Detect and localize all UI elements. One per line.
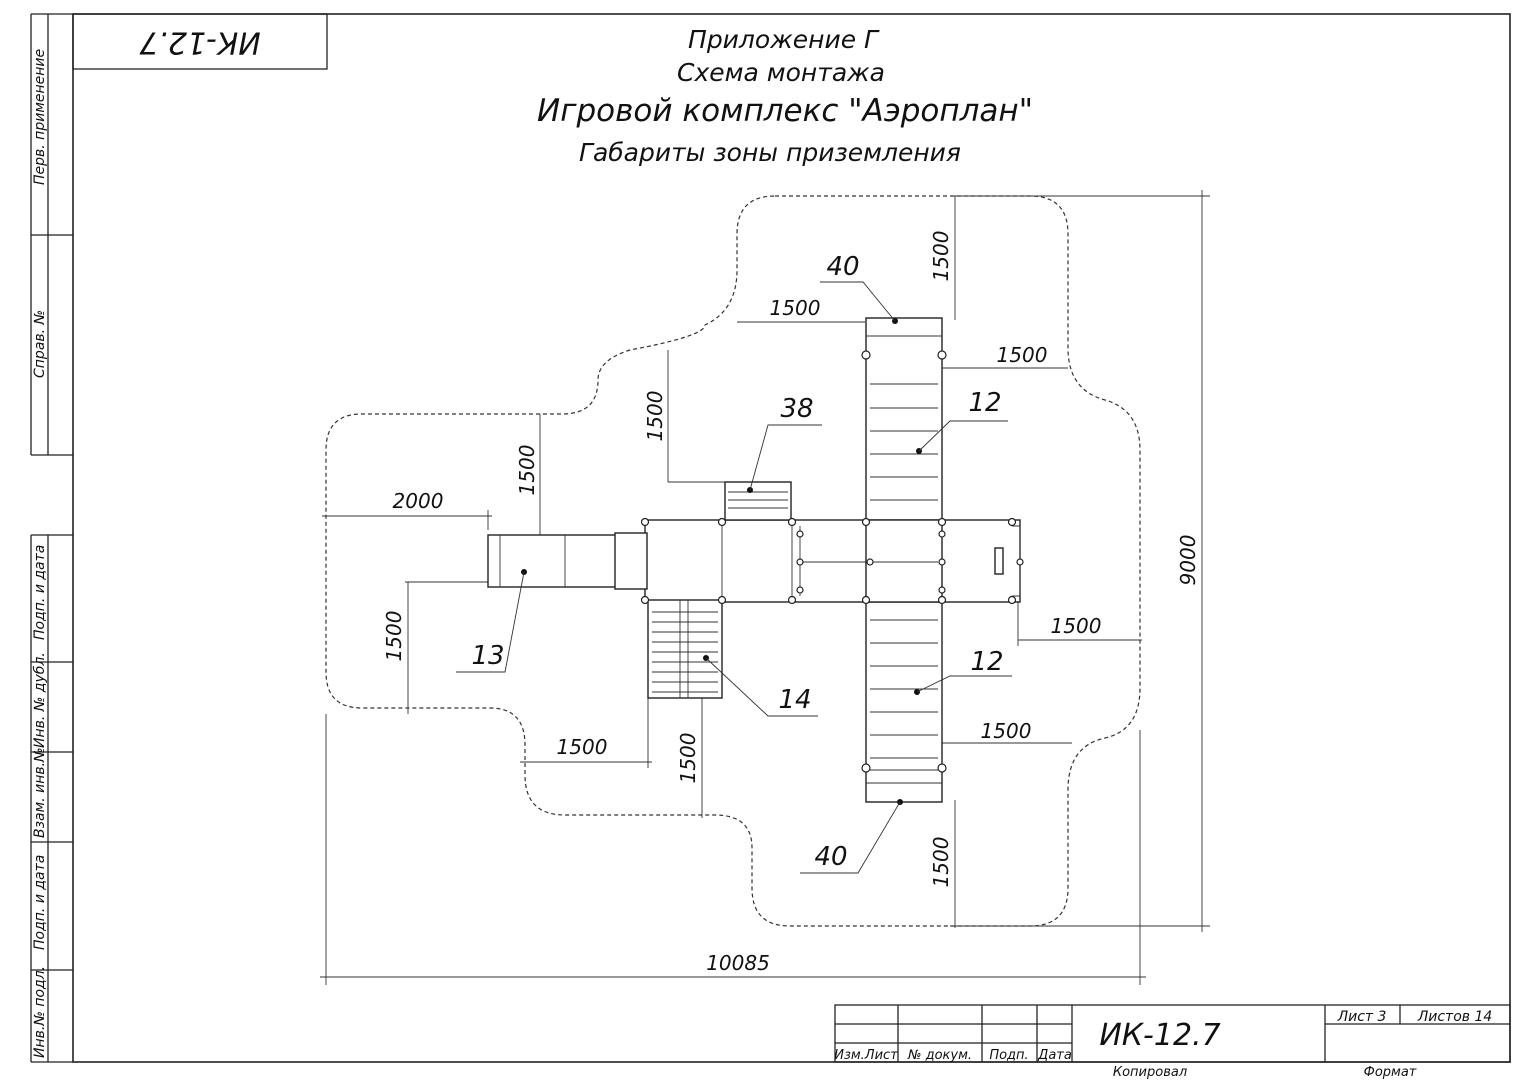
left-binding-strip: Перв. применение Справ. № Подп. и дата И… xyxy=(30,13,73,1063)
tb-designation: ИК-12.7 xyxy=(1099,1018,1220,1053)
callout-bottom-12: 12 xyxy=(970,647,1003,677)
callout-bottom-40: 40 xyxy=(814,842,847,872)
tb-podp: Подп. xyxy=(989,1048,1028,1063)
side-label-inv-podl: Инв.№ подл. xyxy=(32,966,48,1058)
code-box: ИК-12.7 xyxy=(72,13,328,70)
equipment xyxy=(487,317,1024,803)
title-appendix: Приложение Г xyxy=(688,25,880,54)
dim-left-lower-vertical: 1500 xyxy=(382,611,406,662)
dim-top-vertical: 1500 xyxy=(929,231,953,282)
tb-sheet: Лист 3 xyxy=(1337,1009,1387,1025)
fuselage xyxy=(644,519,1021,603)
dim-left-horizontal: 2000 xyxy=(393,489,444,513)
tb-format: Формат xyxy=(1364,1065,1417,1080)
sheet-frame xyxy=(72,13,1511,1063)
bolts xyxy=(640,350,1024,773)
dim-total-width: 10085 xyxy=(706,951,770,975)
tb-copied: Копировал xyxy=(1113,1065,1187,1080)
callout-top-12: 12 xyxy=(968,388,1001,418)
side-label-podp-data-1: Подп. и дата xyxy=(32,545,48,640)
dim-bottom-mid-vertical: 1500 xyxy=(676,733,700,784)
tb-sheets: Листов 14 xyxy=(1417,1009,1493,1025)
title-subtitle: Габариты зоны приземления xyxy=(579,138,961,167)
title-block: Изм.Лист № докум. Подп. Дата ИК-12.7 Лис… xyxy=(834,1004,1511,1080)
callout-13: 13 xyxy=(471,641,504,671)
beam-rungs xyxy=(866,335,942,784)
side-label-perv: Перв. применение xyxy=(32,49,48,185)
callout-38: 38 xyxy=(780,394,813,424)
top-steps xyxy=(724,481,792,521)
callout-top-40: 40 xyxy=(826,252,859,282)
dim-right-lower-horizontal: 1500 xyxy=(981,719,1032,743)
side-label-vzam-inv: Взам. инв.№ xyxy=(32,747,48,838)
side-label-podp-data-2: Подп. и дата xyxy=(32,855,48,950)
title-product: Игровой комплекс "Аэроплан" xyxy=(537,93,1033,129)
dim-top-left-horizontal: 1500 xyxy=(770,296,821,320)
code-box-text: ИК-12.7 xyxy=(139,25,260,60)
callout-14: 14 xyxy=(778,685,811,715)
dim-bottom-left-horizontal: 1500 xyxy=(557,735,608,759)
dim-bottom-vertical: 1500 xyxy=(929,837,953,888)
dimension-lines: 1500 1500 1500 1500 1500 2000 1500 1500 … xyxy=(320,190,1210,985)
callouts: 40 12 38 13 14 12 40 xyxy=(456,252,1012,874)
tb-doc-no: № докум. xyxy=(907,1048,972,1063)
tb-izm-list: Изм.Лист xyxy=(834,1048,898,1063)
dim-top-right-horizontal: 1500 xyxy=(997,343,1048,367)
tb-data: Дата xyxy=(1037,1048,1072,1063)
landing-zone-outline xyxy=(325,195,1141,927)
slide xyxy=(487,534,619,588)
title-scheme: Схема монтажа xyxy=(677,58,885,87)
dim-left-upper-vertical: 1500 xyxy=(643,391,667,442)
dim-left-mid-vertical: 1500 xyxy=(515,445,539,496)
bottom-stairs xyxy=(647,599,723,699)
side-label-sprav: Справ. № xyxy=(32,310,48,378)
dim-total-height: 9000 xyxy=(1176,535,1200,586)
side-label-inv-dubl: Инв. № дубл. xyxy=(32,652,48,748)
dim-right-mid-horizontal: 1500 xyxy=(1051,614,1102,638)
